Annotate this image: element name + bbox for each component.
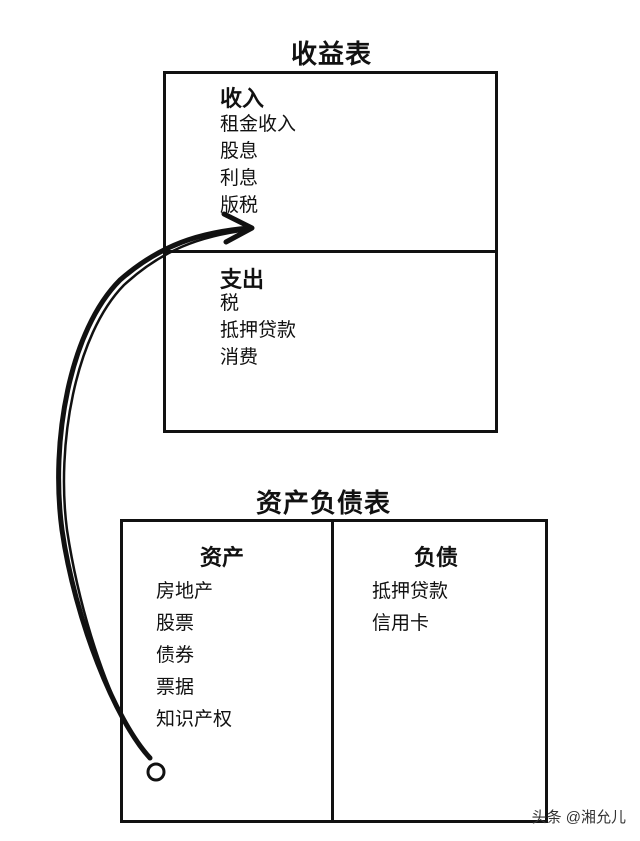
- income-item: 利息: [220, 167, 259, 189]
- income-item-list: 租金收入 股息 利息 版税: [220, 111, 296, 219]
- expenses-item-list: 税 抵押贷款 消费: [220, 290, 296, 371]
- expense-item: 抵押贷款: [220, 319, 297, 341]
- asset-item: 知识产权: [156, 708, 233, 730]
- expense-item: 税: [220, 292, 240, 314]
- income-expense-divider: [163, 250, 498, 253]
- arrow-curve-inner: [62, 228, 250, 754]
- liability-item: 信用卡: [372, 612, 430, 634]
- income-statement-title: 收益表: [291, 40, 373, 70]
- liability-item: 抵押贷款: [372, 580, 449, 602]
- expenses-heading: 支出: [220, 268, 265, 293]
- assets-item-list: 房地产 股票 债券 票据 知识产权: [156, 575, 232, 735]
- assets-liabilities-divider: [331, 519, 334, 823]
- asset-item: 房地产: [156, 580, 214, 602]
- income-item: 版税: [220, 194, 259, 216]
- balance-sheet-box: [120, 519, 548, 823]
- liabilities-heading: 负债: [414, 546, 459, 571]
- arrow-origin-circle-icon: [146, 762, 166, 782]
- income-item: 租金收入: [220, 113, 297, 135]
- arrow-curve: [56, 225, 253, 761]
- income-heading: 收入: [220, 87, 265, 112]
- income-item: 股息: [220, 140, 259, 162]
- expense-item: 消费: [220, 346, 259, 368]
- arrowhead-icon: [221, 211, 255, 245]
- asset-item: 票据: [156, 676, 195, 698]
- asset-item: 债券: [156, 644, 195, 666]
- liabilities-item-list: 抵押贷款 信用卡: [372, 575, 448, 639]
- asset-item: 股票: [156, 612, 195, 634]
- assets-heading: 资产: [200, 546, 245, 571]
- watermark-text: 头条 @湘允儿: [531, 809, 626, 826]
- balance-sheet-title: 资产负债表: [256, 489, 392, 519]
